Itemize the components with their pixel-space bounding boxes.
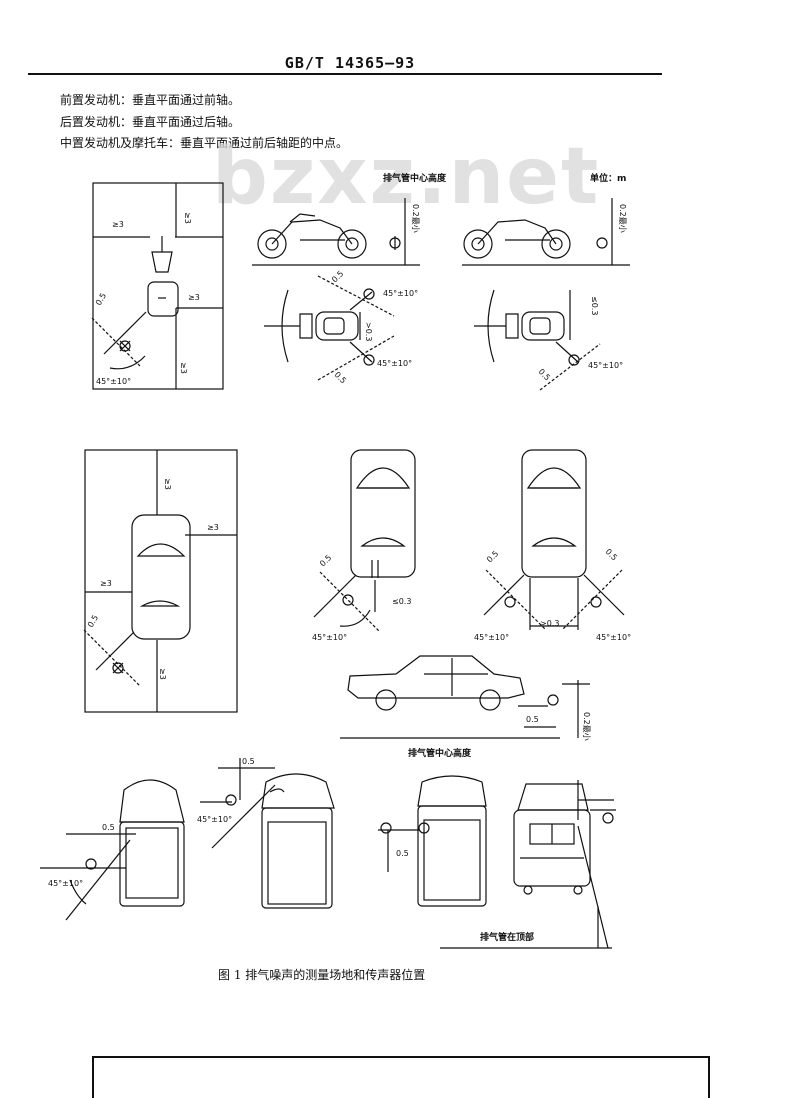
car-side-view: 0.5 0.2最小 — [340, 655, 591, 741]
intro-line-rear-engine: 后置发动机：垂直平面通过后轴。 — [60, 115, 241, 129]
angle-label: 45°±10° — [377, 359, 412, 368]
car-top-view-dual-exhaust: 0.5 0.5 >0.3 45°±10° 45°±10° — [474, 449, 631, 642]
distance-05-label: 0.5 — [537, 367, 552, 382]
height-label: 0.2最小 — [582, 712, 591, 741]
angle-label: 45°±10° — [96, 377, 131, 386]
intro-line-mid-engine: 中置发动机及摩托车：垂直平面通过前后轴距的中点。 — [60, 136, 349, 150]
ge3-label: ≥3 — [100, 579, 112, 588]
angle-label: 45°±10° — [596, 633, 631, 642]
distance-05-label: 0.5 — [485, 549, 500, 564]
angle-label: 45°±10° — [383, 289, 418, 298]
angle-label: 45°±10° — [588, 361, 623, 370]
ge3-label: ≥3 — [112, 220, 124, 229]
motorcycle-top-view-left: 0.5 45°±10° >0.3 0.5 45°±10° — [264, 269, 418, 385]
angle-label: 45°±10° — [48, 879, 83, 888]
ge03-label: >0.3 — [540, 619, 559, 628]
motorcycle-side-view-left: 0.2最小 — [252, 198, 420, 266]
ge3-label: ≥3 — [158, 668, 167, 680]
distance-05-label: 0.5 — [86, 613, 100, 629]
motorcycle-top-view-right: ≤0.3 0.5 45°±10° — [474, 289, 623, 391]
exhaust-center-height-title: 排气管中心高度 — [383, 172, 447, 184]
distance-05-label: 0.5 — [318, 553, 333, 568]
unit-label: 单位：m — [590, 172, 626, 184]
angle-label: 45°±10° — [197, 815, 232, 824]
ge3-label: ≥3 — [179, 362, 188, 374]
le03-label: ≤0.3 — [590, 296, 599, 315]
exhaust-center-height-label: 排气管中心高度 — [408, 747, 472, 759]
distance-05-label: 0.5 — [242, 757, 255, 766]
distance-05-label: 0.5 — [102, 823, 115, 832]
motorcycle-plan-site: ≥3 ≥3 ≥3 ≥3 0.5 45°±10° — [91, 182, 224, 390]
ge3-label: ≥3 — [207, 523, 219, 532]
car-top-view-single-exhaust: 0.5 ≤0.3 45°±10° — [312, 449, 416, 642]
height-label: 0.2最小 — [618, 204, 627, 233]
bottom-frame — [92, 1056, 710, 1098]
distance-05-label: 0.5 — [333, 370, 348, 385]
standard-header: GB/T 14365—93 — [284, 54, 416, 72]
angle-label: 45°±10° — [474, 633, 509, 642]
truck-front-view-2: 0.5 45°±10° — [197, 757, 335, 909]
distance-05-label: 0.5 — [330, 269, 345, 284]
bus-rear-view-top-exhaust — [440, 780, 616, 949]
ge3-label: ≥3 — [188, 293, 200, 302]
header-rule — [28, 73, 662, 75]
figure-caption: 图 1 排气噪声的测量场地和传声器位置 — [218, 968, 426, 982]
exhaust-on-top-label: 排气管在顶部 — [480, 931, 534, 943]
le03-label: ≤0.3 — [392, 597, 411, 606]
ge3-label: ≥3 — [163, 478, 172, 490]
ge03-label: >0.3 — [364, 322, 373, 341]
ge3-label: ≥3 — [183, 212, 192, 224]
car-plan-site: ≥3 ≥3 ≥3 ≥3 0.5 — [83, 449, 238, 713]
height-label: 0.2最小 — [411, 204, 420, 233]
truck-rear-view-1: 0.5 — [378, 775, 487, 907]
distance-05-label: 0.5 — [604, 547, 619, 562]
distance-05-label: 0.5 — [94, 291, 108, 307]
truck-front-view-1: 0.5 45°±10° — [40, 779, 185, 921]
angle-label: 45°±10° — [312, 633, 347, 642]
motorcycle-side-view-right: 0.2最小 — [462, 198, 630, 266]
distance-05-label: 0.5 — [526, 715, 539, 724]
distance-05-label: 0.5 — [396, 849, 409, 858]
intro-line-front-engine: 前置发动机：垂直平面通过前轴。 — [60, 93, 241, 107]
